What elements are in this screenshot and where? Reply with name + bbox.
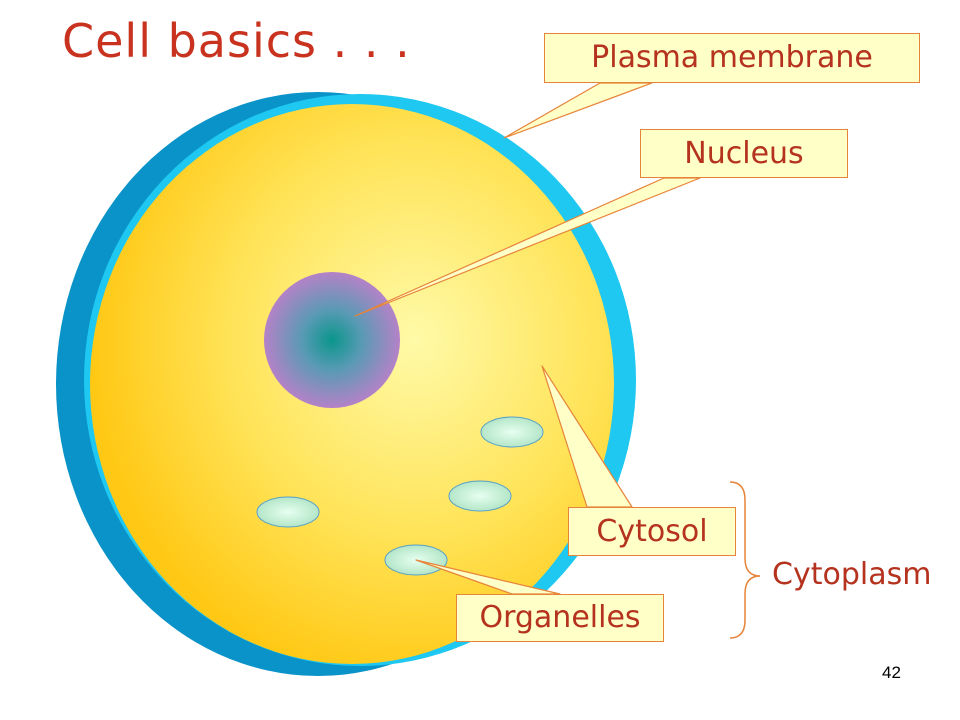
organelle — [448, 480, 512, 512]
nucleus — [264, 272, 400, 408]
nucleus-pointer — [354, 177, 701, 317]
organelles-label: Organelles — [456, 594, 664, 642]
page-title: Cell basics . . . — [62, 14, 411, 68]
plasma-membrane-label: Plasma membrane — [544, 33, 920, 83]
cytosol-label: Cytosol — [568, 507, 736, 556]
nucleus-label: Nucleus — [640, 129, 848, 178]
organelle — [480, 416, 544, 448]
organelle — [256, 496, 320, 528]
cytoplasm-label: Cytoplasm — [772, 557, 932, 592]
page-number: 42 — [882, 663, 901, 682]
organelles-group — [256, 416, 544, 576]
cytoplasm-brace — [729, 481, 761, 639]
callout-pointers — [354, 82, 701, 595]
plasma-membrane-pointer — [503, 82, 653, 139]
